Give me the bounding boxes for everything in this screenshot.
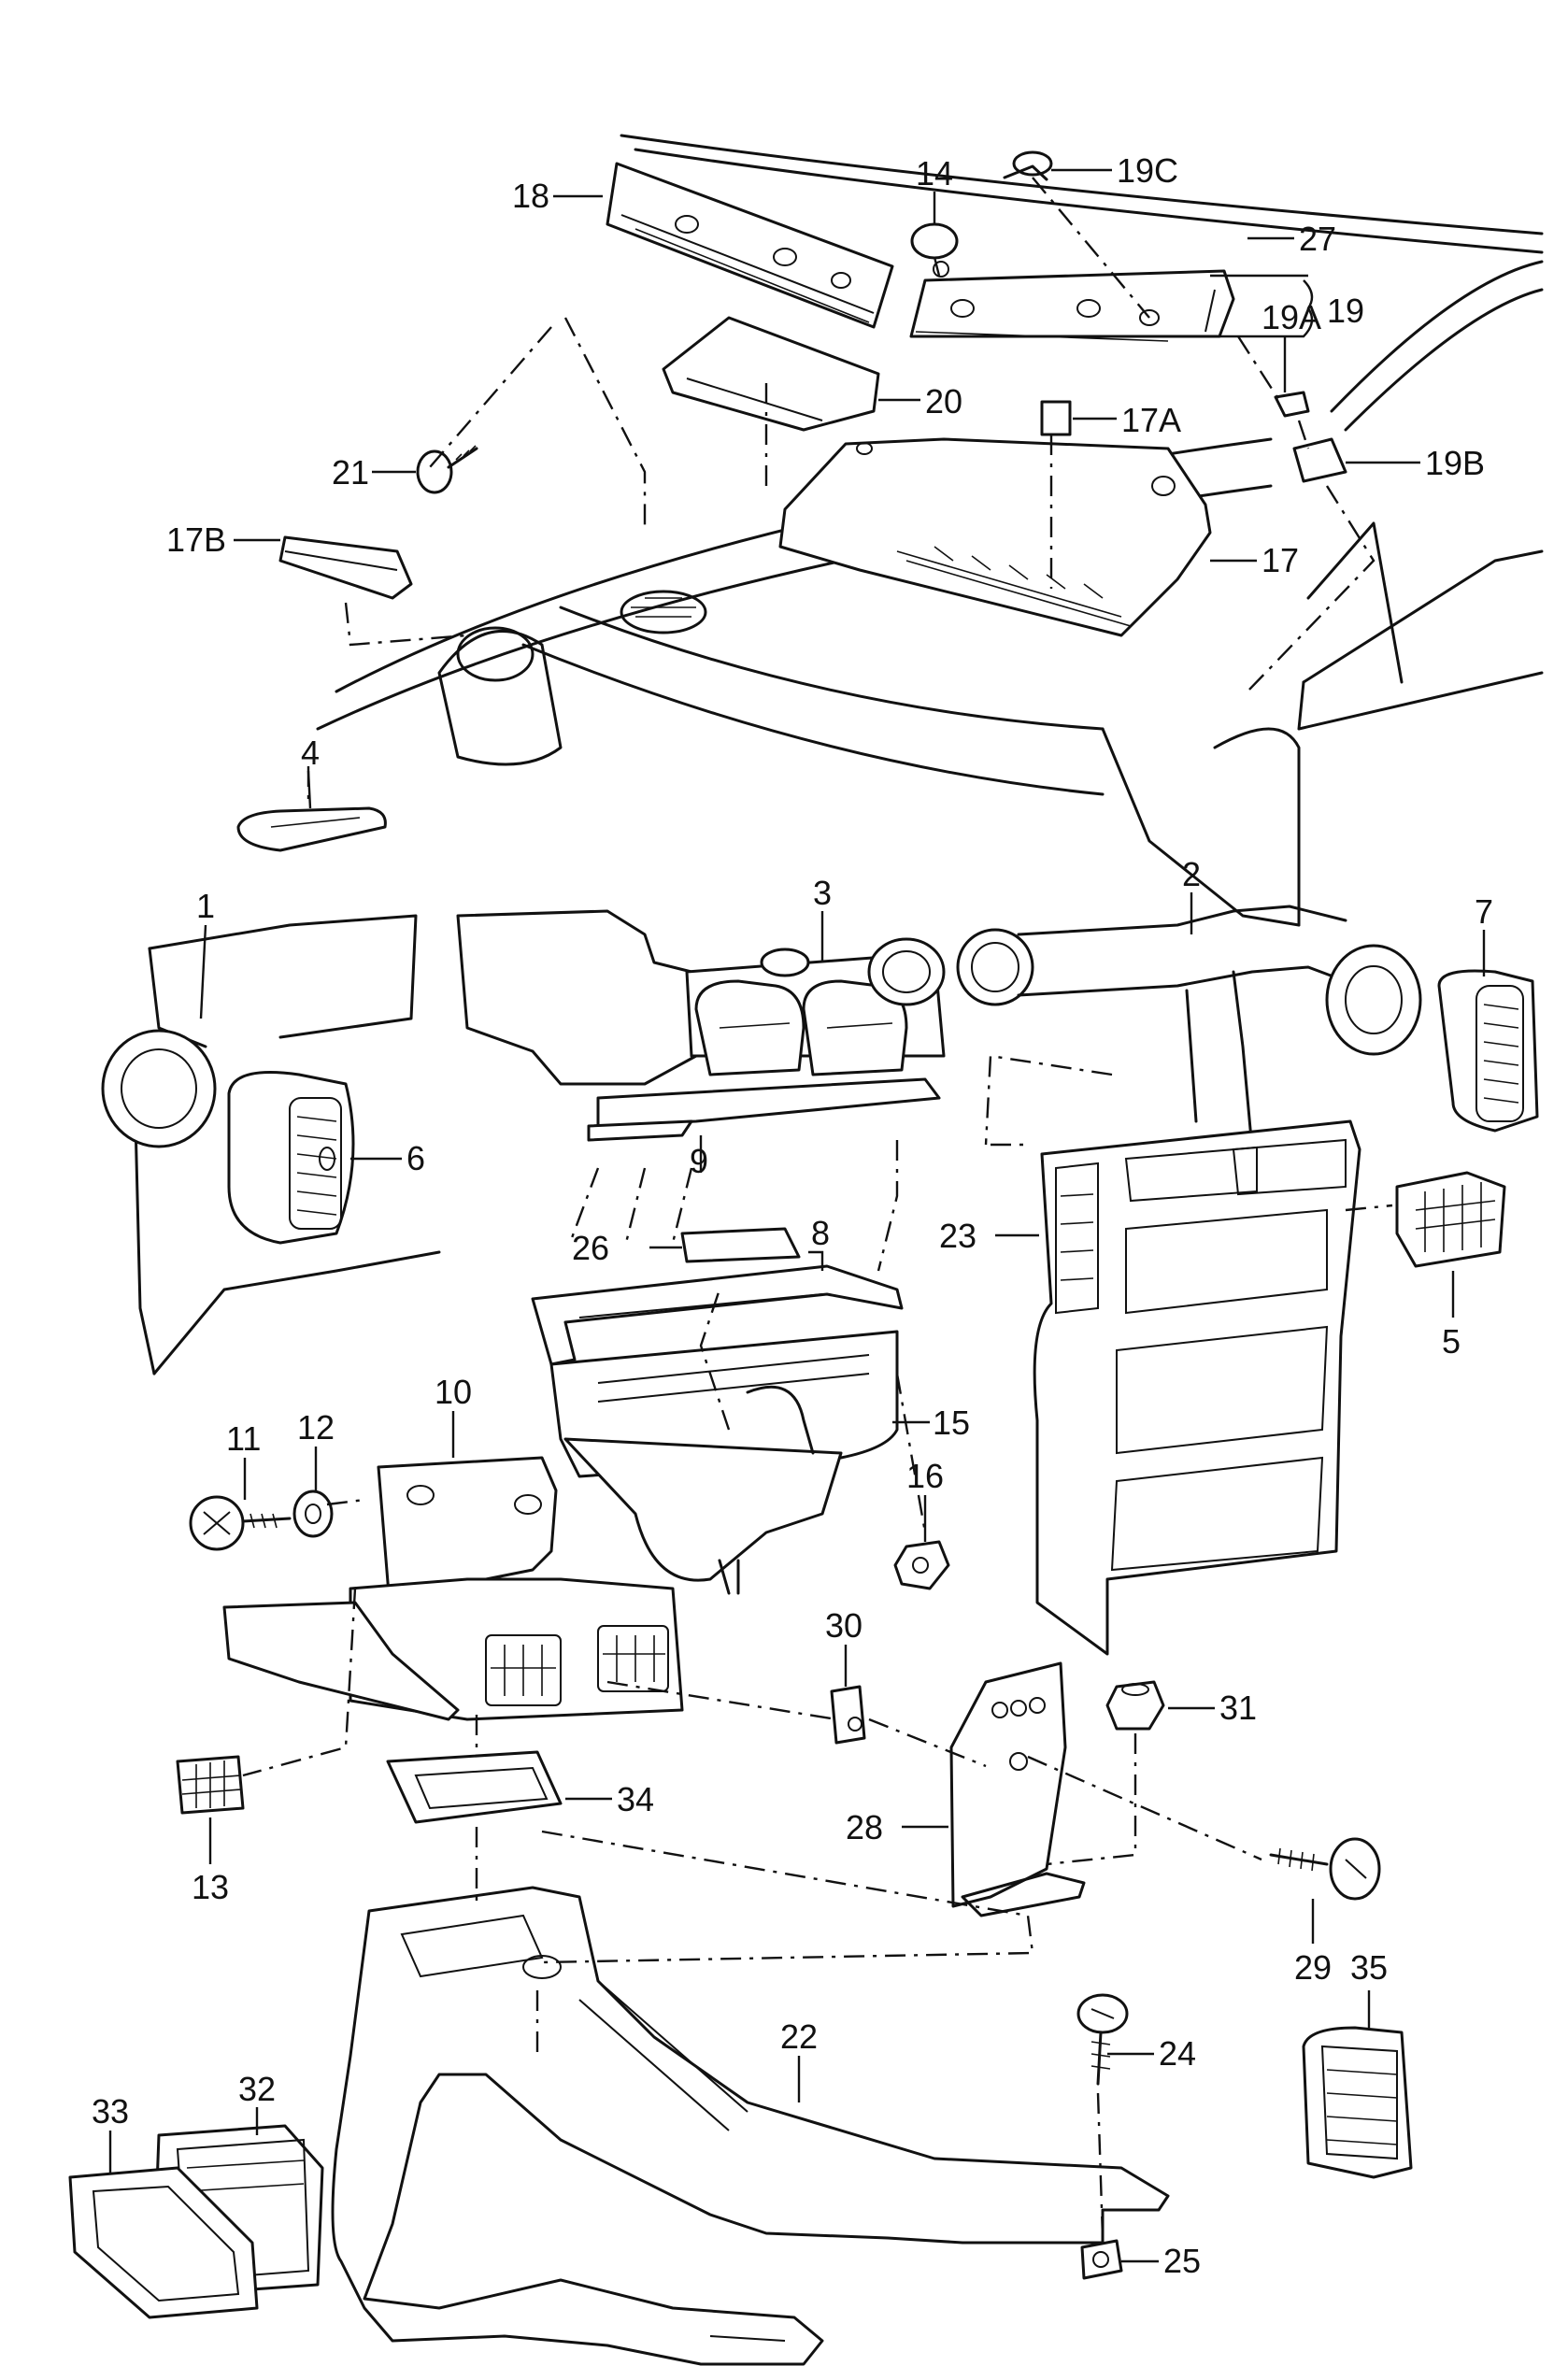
small-vent-5 [1395,1171,1506,1268]
screw-21 [416,445,478,494]
callout-33: 33 [92,2092,129,2131]
callout-34: 34 [617,1780,654,1818]
outlet-frame-33 [68,2166,259,2319]
screw-24 [1076,1993,1129,2086]
seal-17b [278,535,413,600]
callout-1: 1 [196,887,215,925]
washer-12 [292,1489,334,1538]
callout-20: 20 [925,382,962,420]
bracket-28 [949,1661,1086,1917]
small-grille-13 [176,1755,245,1815]
seal-26 [680,1227,801,1263]
screw-11 [189,1495,292,1551]
callout-labels: 18 14 19C 27 19 19A 19B 20 17A 21 17B 17… [92,151,1493,2280]
callout-32: 32 [238,2070,276,2108]
callout-14: 14 [916,154,953,192]
vehicle-body-outline [316,134,1544,927]
callout-23: 23 [939,1217,976,1255]
callout-11: 11 [226,1419,261,1458]
left-air-duct-1 [101,914,441,1375]
callout-7: 7 [1475,892,1493,931]
callout-15: 15 [933,1404,970,1442]
left-vent-6 [227,1071,355,1245]
seal-strip-4 [236,806,387,852]
center-housing-3 [456,909,946,1086]
callout-17b: 17B [166,520,226,559]
callout-13: 13 [192,1868,229,1906]
callout-18: 18 [512,177,549,215]
clip-19a [1274,391,1310,418]
screw-29 [1269,1837,1381,1901]
callout-4: 4 [301,734,320,772]
callout-19b: 19B [1425,444,1485,482]
plenum-cover-17 [778,437,1212,637]
callout-12: 12 [297,1408,335,1447]
nut-clip-25 [1080,2239,1123,2280]
nut-31 [1105,1680,1165,1731]
callout-5: 5 [1442,1322,1461,1361]
callout-26: 26 [572,1229,609,1267]
callout-27: 27 [1299,220,1336,258]
callout-2: 2 [1182,855,1201,893]
water-deflector-20 [662,316,880,432]
clip-17a [1040,400,1072,436]
assembly-lines [242,177,1393,2239]
clip-30 [830,1685,866,1745]
bracket-9 [587,1077,941,1142]
plug-14 [910,222,959,278]
grille-35 [1302,2026,1413,2179]
clip-19b [1292,437,1347,483]
callout-19c: 19C [1117,151,1178,190]
callout-3: 3 [813,874,832,912]
callout-16: 16 [906,1457,944,1495]
callout-19: 19 [1327,292,1364,330]
callout-9: 9 [690,1142,708,1180]
callout-30: 30 [825,1606,862,1645]
gasket-34 [386,1750,563,1824]
cowl-panel-right [909,269,1235,342]
heater-box-15 [549,1330,899,1595]
callout-17: 17 [1262,541,1299,579]
callout-28: 28 [846,1808,883,1846]
callout-24: 24 [1159,2034,1196,2073]
floor-duct-22 [331,1886,1170,2366]
callout-35: 35 [1350,1948,1388,1987]
grommet-19c [1003,150,1053,181]
right-vent-7 [1437,969,1539,1133]
leader-lines [108,168,1486,2263]
right-air-duct-2 [956,905,1422,1151]
cowl-panel-left [606,162,894,329]
callout-19a: 19A [1262,298,1321,336]
nut-16 [893,1540,950,1590]
callout-6: 6 [406,1139,425,1177]
rear-air-distributor-10 [222,1456,684,1721]
callout-8: 8 [811,1214,830,1252]
callout-10: 10 [435,1373,472,1411]
callout-31: 31 [1219,1689,1257,1727]
center-trim-bezel-23 [1033,1119,1361,1656]
callout-22: 22 [780,2017,818,2056]
callout-29: 29 [1294,1948,1332,1987]
callout-25: 25 [1163,2242,1201,2280]
callout-17a: 17A [1121,401,1181,439]
callout-21: 21 [332,453,369,492]
